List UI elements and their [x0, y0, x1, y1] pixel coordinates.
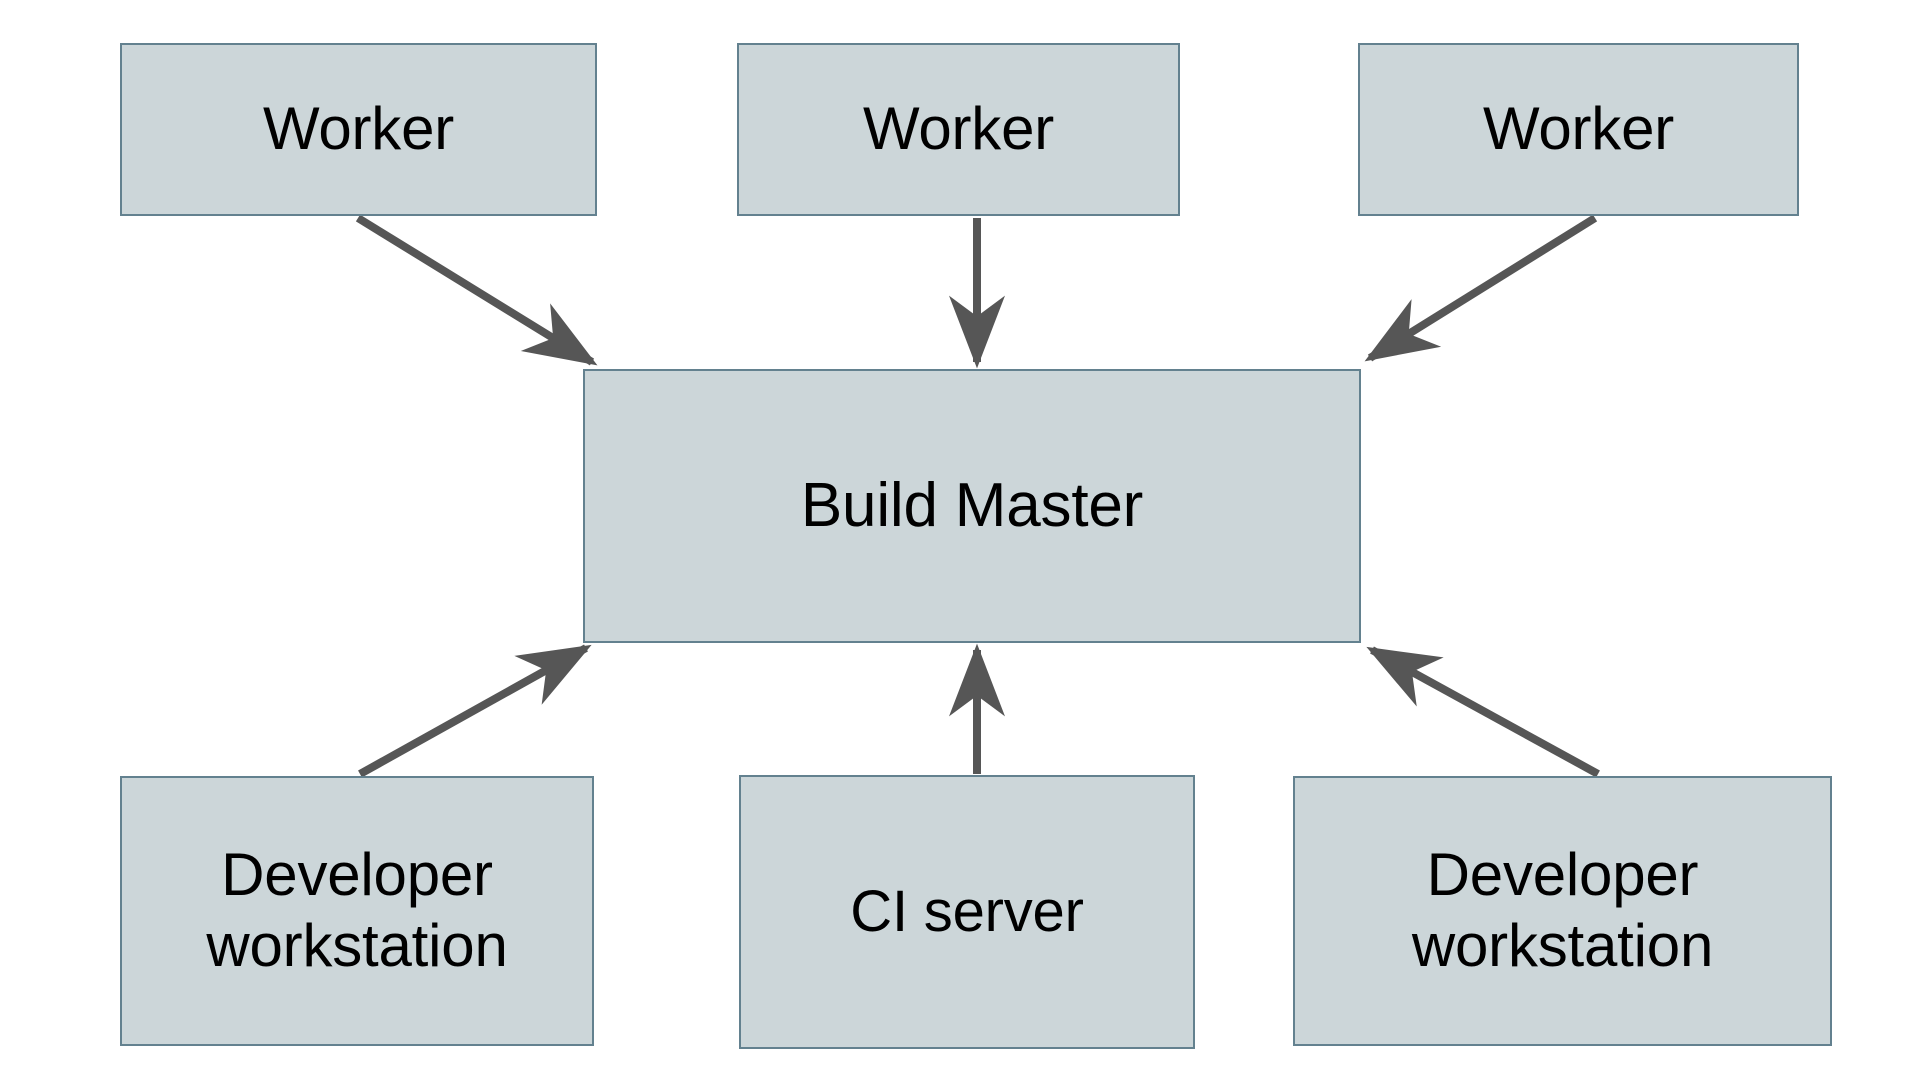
node-build-master-label: Build Master	[800, 471, 1144, 541]
node-ci-server-label: CI server	[850, 878, 1084, 944]
node-worker-1-label: Worker	[262, 95, 455, 163]
node-ci-server[interactable]: CI server	[739, 775, 1195, 1049]
node-worker-3[interactable]: Worker	[1358, 43, 1799, 216]
edge-worker3-to-build-master	[1364, 214, 1598, 362]
node-developer-workstation-1[interactable]: Developer workstation	[120, 776, 594, 1046]
node-developer-workstation-2[interactable]: Developer workstation	[1293, 776, 1832, 1046]
edge-worker1-to-build-master	[355, 214, 598, 366]
node-build-master[interactable]: Build Master	[583, 369, 1361, 643]
node-worker-2[interactable]: Worker	[737, 43, 1180, 216]
node-worker-3-label: Worker	[1482, 95, 1675, 163]
edge-devws2-to-build-master	[1366, 646, 1600, 778]
node-worker-2-label: Worker	[862, 95, 1055, 163]
edge-devws1-to-build-master	[358, 644, 592, 778]
node-developer-workstation-2-label: Developer workstation	[1411, 841, 1714, 979]
node-worker-1[interactable]: Worker	[120, 43, 597, 216]
node-developer-workstation-1-label: Developer workstation	[206, 841, 508, 979]
